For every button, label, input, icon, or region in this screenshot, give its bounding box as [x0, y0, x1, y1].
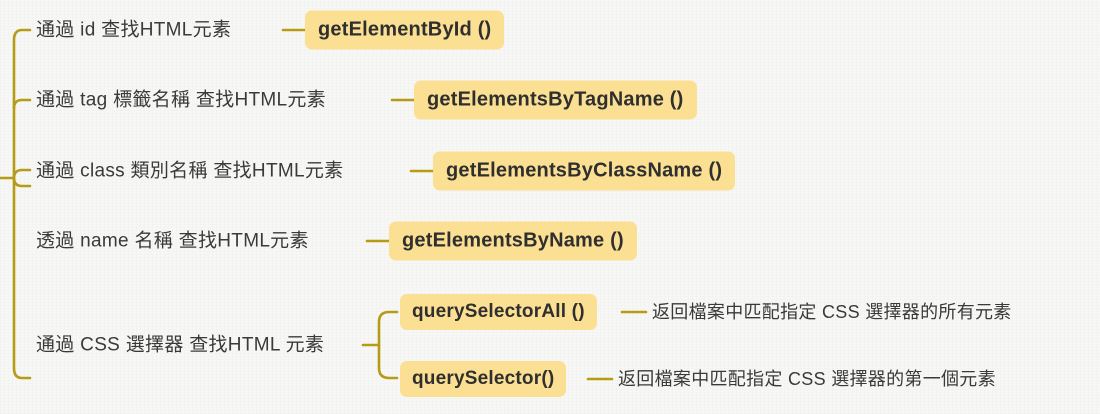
description-query-selector-all: 返回檔案中匹配指定 CSS 選擇器的所有元素 — [652, 302, 1012, 322]
method-chip-text: querySelector() — [400, 361, 567, 397]
subbrace — [377, 310, 399, 380]
method-chip-query-selector[interactable]: querySelector() — [400, 361, 567, 397]
branch-label-by-tag[interactable]: 通過 tag 標籤名稱 查找HTML元素 — [36, 89, 326, 111]
method-chip-get-elements-by-tag-name[interactable]: getElementsByTagName () — [414, 80, 697, 120]
branch-label-by-css-selector[interactable]: 通過 CSS 選擇器 查找HTML 元素 — [36, 334, 325, 356]
method-chip-text: getElementsByTagName () — [414, 80, 697, 120]
description-query-selector: 返回檔案中匹配指定 CSS 選擇器的第一個元素 — [618, 369, 996, 389]
method-chip-text: getElementsByClassName () — [433, 151, 736, 191]
method-chip-get-element-by-id[interactable]: getElementById () — [305, 10, 505, 50]
method-chip-get-elements-by-name[interactable]: getElementsByName () — [389, 221, 637, 261]
main-brace — [12, 28, 32, 380]
method-chip-text: getElementsByName () — [389, 221, 637, 261]
branch-label-by-id[interactable]: 通過 id 查找HTML元素 — [36, 19, 232, 41]
branch-label-by-class[interactable]: 通過 class 類別名稱 查找HTML元素 — [36, 160, 344, 182]
method-chip-text: getElementById () — [305, 10, 505, 50]
method-chip-query-selector-all[interactable]: querySelectorAll () — [400, 294, 597, 330]
brace-tick-tag — [12, 98, 32, 110]
brace-tick-class — [12, 168, 32, 180]
method-chip-get-elements-by-class-name[interactable]: getElementsByClassName () — [433, 151, 736, 191]
brace-tick-name — [12, 176, 32, 188]
branch-label-by-name[interactable]: 透過 name 名稱 查找HTML元素 — [36, 230, 309, 252]
method-chip-text: querySelectorAll () — [400, 294, 597, 330]
